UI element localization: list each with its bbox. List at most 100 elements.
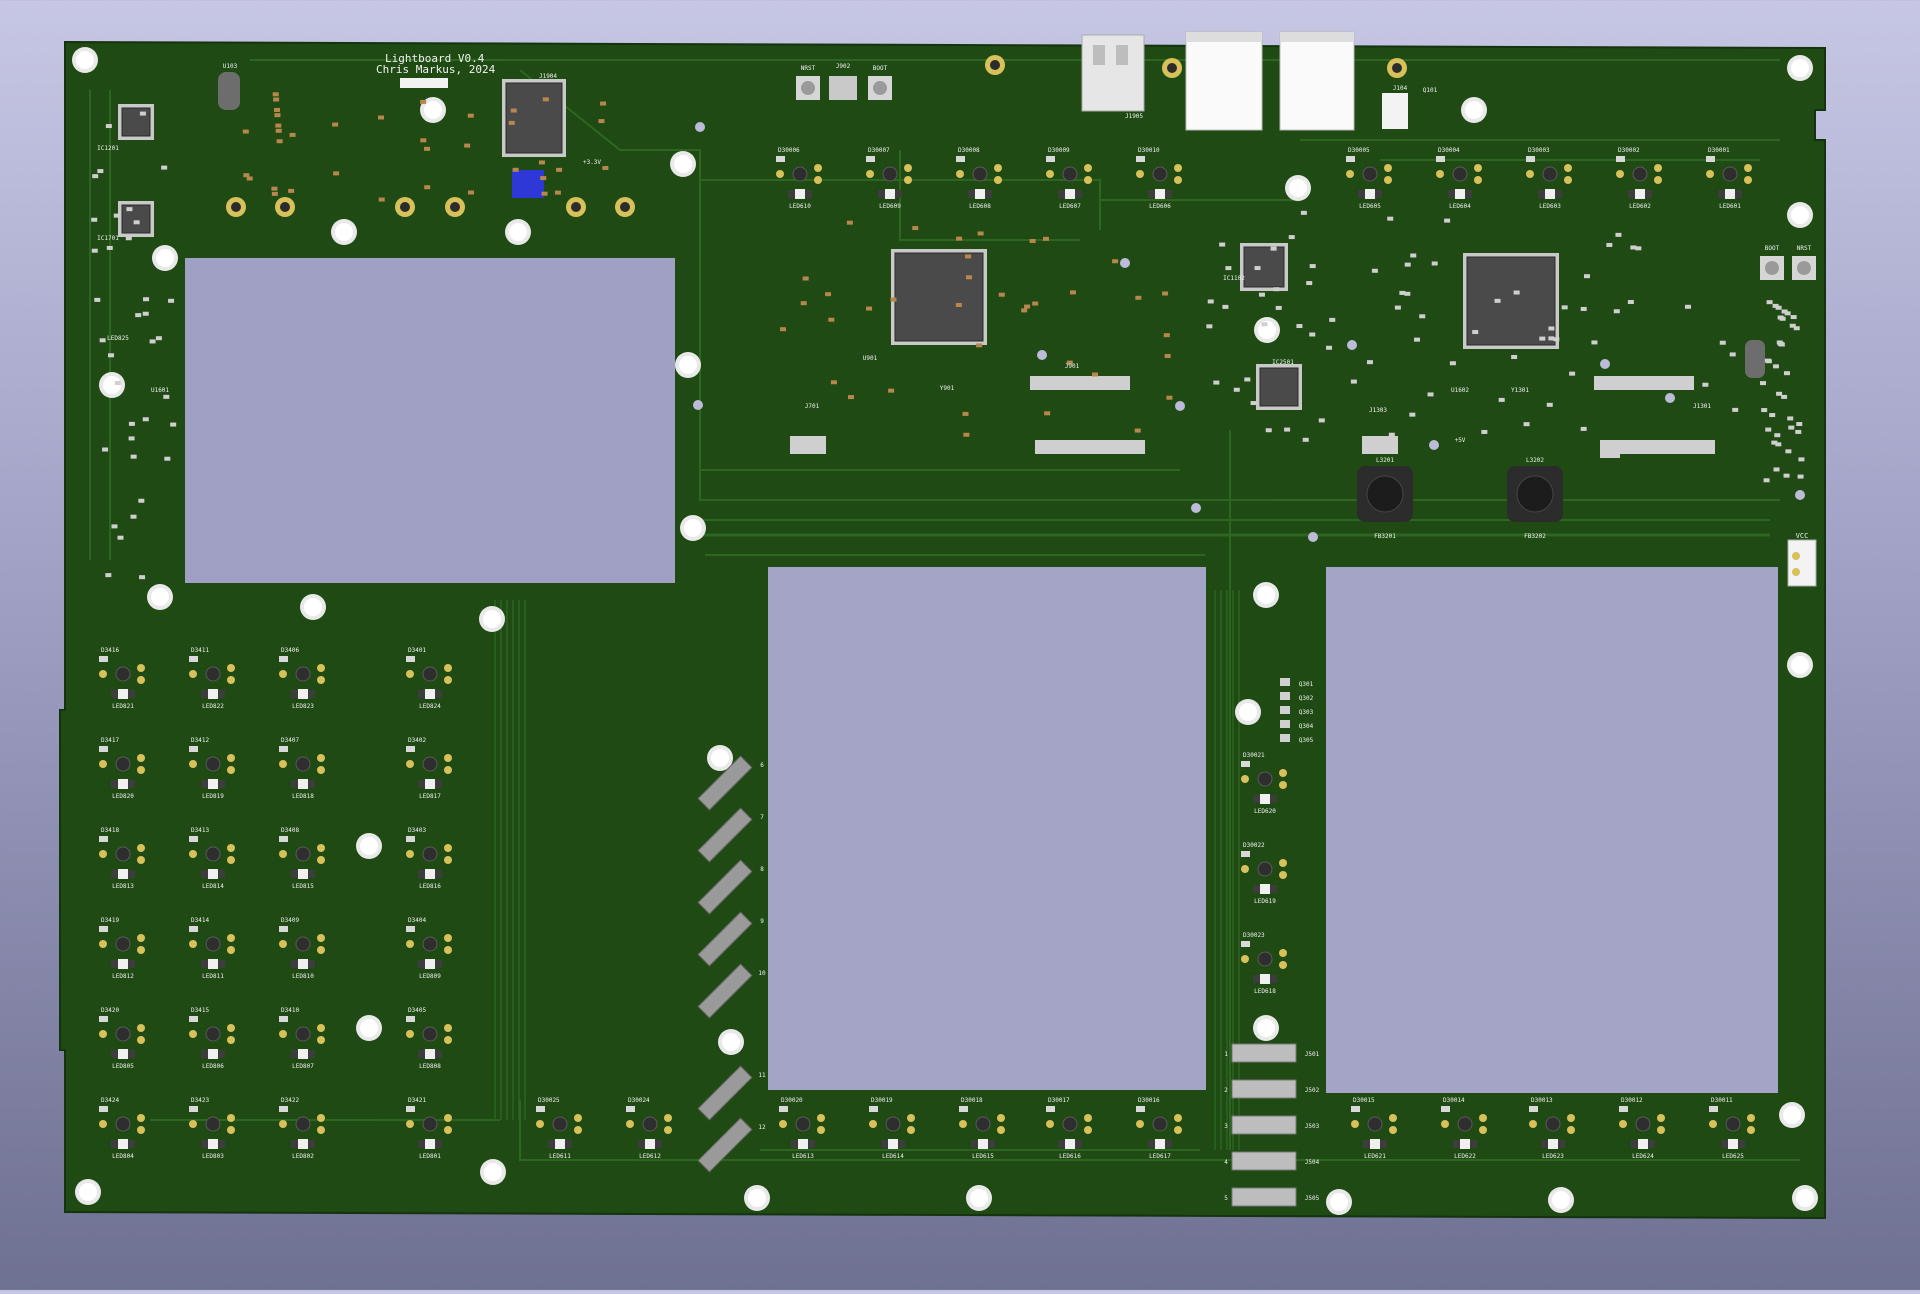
- led-designator: LED821: [112, 703, 134, 710]
- smd-passive: [1774, 433, 1781, 438]
- pad: [1084, 164, 1092, 172]
- pad: [227, 676, 235, 684]
- mcu-right: [1466, 256, 1556, 346]
- pad: [227, 664, 235, 672]
- led-designator: LED803: [202, 1153, 224, 1160]
- smd-passive: [976, 343, 983, 348]
- smd-passive: [1206, 324, 1213, 329]
- smd-passive: [135, 313, 142, 318]
- pad: [997, 1126, 1005, 1134]
- led-lens: [1367, 1116, 1383, 1132]
- smd-passive: [114, 380, 121, 385]
- diode-smd: [189, 656, 198, 662]
- diode-smd: [1351, 1106, 1360, 1112]
- mounting-hole: [76, 51, 94, 69]
- led-designator: LED818: [292, 793, 314, 800]
- led-smd-face: [298, 1049, 308, 1059]
- smd-passive: [1765, 427, 1772, 432]
- led-smd-face: [978, 1139, 988, 1149]
- smd-passive: [866, 306, 873, 311]
- header-connector: [1231, 1187, 1297, 1207]
- led-lens: [205, 666, 221, 682]
- via: [693, 400, 703, 410]
- smd-passive: [1431, 261, 1438, 266]
- smd-passive: [1539, 336, 1546, 341]
- led-lens: [975, 1116, 991, 1132]
- led-lens: [792, 166, 808, 182]
- transistor: [1280, 706, 1290, 714]
- smd-passive: [420, 99, 427, 104]
- smd-passive: [508, 120, 515, 125]
- led-smd-face: [795, 189, 805, 199]
- smd-passive: [1069, 290, 1076, 295]
- diode-designator: D3401: [408, 647, 426, 654]
- led-smd-face: [1725, 189, 1735, 199]
- smd-passive: [1250, 401, 1257, 406]
- pad: [1657, 1126, 1665, 1134]
- diode-designator: D30021: [1243, 752, 1265, 759]
- pad: [227, 1024, 235, 1032]
- smd-passive: [1773, 467, 1780, 472]
- diode-smd: [189, 926, 198, 932]
- led-lens: [882, 166, 898, 182]
- smd-passive: [1702, 382, 1709, 387]
- led-lens: [1257, 771, 1273, 787]
- diode-smd: [1619, 1106, 1628, 1112]
- rj45-top: [1280, 32, 1354, 42]
- connector-designator: J502: [1305, 1087, 1320, 1094]
- smd-passive: [1561, 305, 1568, 310]
- smd-passive: [155, 336, 162, 341]
- led-designator: LED616: [1059, 1153, 1081, 1160]
- pad: [137, 766, 145, 774]
- led-smd-face: [118, 1049, 128, 1059]
- led-smd-face: [118, 1139, 128, 1149]
- pad: [776, 170, 784, 178]
- diode-designator: D3418: [101, 827, 119, 834]
- led-designator: LED816: [419, 883, 441, 890]
- cutout-center: [768, 567, 1206, 1090]
- diode-designator: D30017: [1048, 1097, 1070, 1104]
- smd-passive: [1788, 425, 1795, 430]
- mounting-hole: [970, 1189, 988, 1207]
- smd-passive: [424, 146, 431, 151]
- transistor-designator: Q304: [1299, 723, 1314, 730]
- blue-jumper: [512, 170, 544, 198]
- inductor-designator: L3201: [1376, 457, 1394, 464]
- smd-passive: [1163, 333, 1170, 338]
- pad: [1279, 769, 1287, 777]
- led-smd-face: [425, 1049, 435, 1059]
- pad: [1174, 1126, 1182, 1134]
- diode-designator: D3412: [191, 737, 209, 744]
- smd-passive: [1481, 429, 1488, 434]
- pad: [137, 1126, 145, 1134]
- rj45-connector: [1279, 31, 1355, 131]
- smd-passive: [1394, 305, 1401, 310]
- smd-passive: [163, 394, 170, 399]
- led-lens: [115, 846, 131, 862]
- led-lens: [205, 1026, 221, 1042]
- smd-passive: [800, 301, 807, 306]
- led-smd-face: [1728, 1139, 1738, 1149]
- ffc-connector: [1035, 440, 1145, 454]
- pin-number: 5: [1224, 1195, 1228, 1202]
- plated-hole-center: [620, 202, 630, 212]
- pad: [869, 1120, 877, 1128]
- smd-passive: [602, 165, 609, 170]
- pad: [866, 170, 874, 178]
- smd-passive: [275, 128, 282, 133]
- mounting-hole: [509, 223, 527, 241]
- smd-passive: [1044, 411, 1051, 416]
- smd-passive: [1029, 238, 1036, 243]
- led-lens: [1152, 166, 1168, 182]
- diode-designator: D3410: [281, 1007, 299, 1014]
- led-designator: LED620: [1254, 808, 1276, 815]
- led-designator: LED621: [1364, 1153, 1386, 1160]
- jst-connector: [1382, 93, 1408, 129]
- smd-passive: [1404, 262, 1411, 267]
- smd-passive: [139, 575, 146, 580]
- led-lens: [115, 666, 131, 682]
- pad: [227, 946, 235, 954]
- smd-passive: [1583, 274, 1590, 279]
